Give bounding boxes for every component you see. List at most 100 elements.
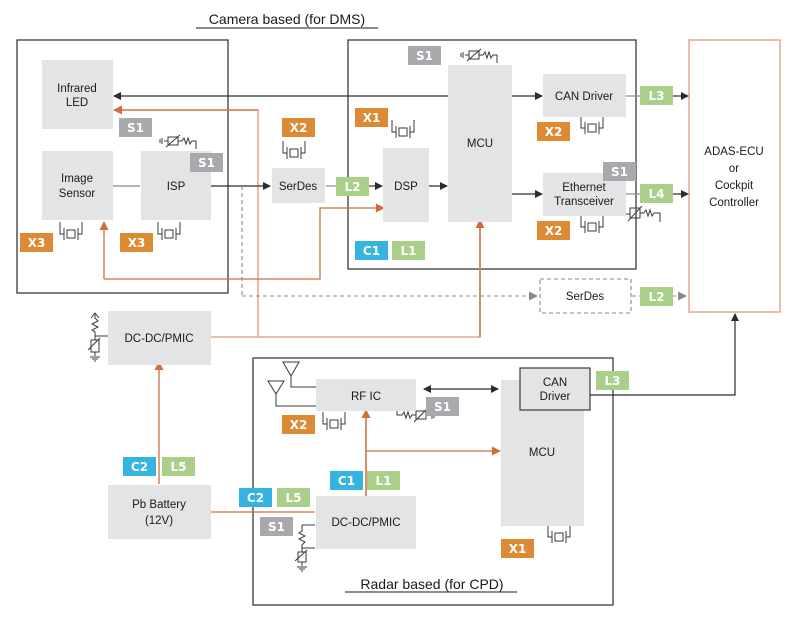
crystal-icon [157, 221, 181, 241]
image-sensor-block: Image Sensor [42, 151, 113, 220]
camera-processing-frame [347, 39, 637, 270]
svg-text:C2: C2 [131, 460, 148, 474]
svg-text:ISP: ISP [167, 181, 186, 193]
crystal-icon [59, 221, 83, 241]
svg-text:L2: L2 [649, 290, 665, 304]
svg-text:X2: X2 [290, 121, 308, 135]
svg-text:SerDes: SerDes [279, 181, 318, 193]
badge-x2: X2 [537, 221, 570, 240]
crystal-icon [580, 214, 604, 234]
svg-text:DC-DC/PMIC: DC-DC/PMIC [125, 333, 194, 345]
badge-x3: X3 [120, 233, 153, 252]
svg-text:X3: X3 [128, 236, 146, 250]
svg-text:Radar based (for CPD): Radar based (for CPD) [360, 576, 503, 592]
svg-text:L4: L4 [649, 187, 665, 201]
badge-l5: L5 [162, 457, 195, 476]
svg-text:L5: L5 [171, 460, 187, 474]
svg-text:S1: S1 [268, 520, 285, 534]
thermistor-icon [460, 48, 498, 64]
radar-section-title: Radar based (for CPD) [345, 576, 517, 593]
can-driver-radar-block: CAN Driver [519, 367, 591, 411]
svg-text:Image: Image [61, 173, 93, 185]
camera-module-frame [16, 39, 229, 294]
svg-text:L5: L5 [286, 491, 302, 505]
dc-dc-pmic-main-block: DC-DC/PMIC [108, 311, 211, 365]
svg-text:Infrared: Infrared [57, 83, 97, 95]
svg-text:S1: S1 [416, 49, 433, 63]
badge-x1: X1 [355, 108, 388, 127]
svg-text:SerDes: SerDes [566, 291, 605, 303]
svg-text:S1: S1 [611, 165, 628, 179]
badge-l2: L2 [640, 287, 673, 306]
camera-section-title: Camera based (for DMS) [196, 11, 378, 29]
crystal-icon [282, 140, 306, 160]
svg-text:X3: X3 [28, 236, 46, 250]
svg-text:C1: C1 [338, 474, 355, 488]
thermistor-icon [87, 205, 661, 572]
thermistor-icon [159, 134, 197, 150]
battery-block: Pb Battery (12V) [108, 485, 211, 539]
svg-text:CAN: CAN [543, 377, 567, 389]
svg-text:Camera based (for DMS): Camera based (for DMS) [209, 11, 365, 27]
svg-text:X2: X2 [545, 224, 563, 238]
svg-text:X2: X2 [290, 418, 308, 432]
svg-text:CAN Driver: CAN Driver [555, 91, 613, 103]
badge-x3: X3 [20, 233, 53, 252]
svg-text:MCU: MCU [529, 447, 555, 459]
badge-c1: C1 [355, 241, 388, 260]
svg-text:Controller: Controller [709, 197, 759, 209]
svg-text:Sensor: Sensor [59, 188, 96, 200]
antenna-icon [267, 361, 316, 407]
badge-x1: X1 [501, 539, 534, 558]
badge-l3: L3 [596, 371, 629, 390]
svg-text:Driver: Driver [540, 391, 571, 403]
svg-text:L3: L3 [649, 89, 665, 103]
serdes-optional-block: SerDes [539, 278, 632, 314]
signal-wires [113, 92, 739, 396]
badge-s1: S1 [190, 153, 223, 172]
badge-l1: L1 [392, 241, 425, 260]
svg-text:L3: L3 [605, 374, 621, 388]
mcu-camera-block: MCU [448, 65, 512, 222]
can-driver-camera-block: CAN Driver [543, 74, 626, 117]
svg-text:Transceiver: Transceiver [554, 196, 614, 208]
badge-c2: C2 [123, 457, 156, 476]
svg-text:LED: LED [66, 97, 88, 109]
crystal-icon [322, 411, 346, 431]
svg-text:S1: S1 [198, 156, 215, 170]
dc-dc-pmic-radar-block: DC-DC/PMIC [316, 496, 416, 549]
badge-l3: L3 [640, 86, 673, 105]
ecu-block [688, 39, 781, 313]
svg-text:L1: L1 [401, 244, 417, 258]
svg-text:Ethernet: Ethernet [562, 182, 606, 194]
badge-x2: X2 [282, 118, 315, 137]
svg-text:X1: X1 [509, 542, 527, 556]
crystal-icon [391, 119, 415, 139]
svg-text:S1: S1 [434, 400, 451, 414]
radar-module-frame [252, 357, 614, 606]
badge-s1: S1 [408, 46, 441, 65]
badge-x2: X2 [537, 122, 570, 141]
svg-text:Pb Battery: Pb Battery [132, 499, 186, 511]
svg-text:DC-DC/PMIC: DC-DC/PMIC [332, 517, 401, 529]
svg-text:L1: L1 [376, 474, 392, 488]
badge-s1: S1 [119, 118, 152, 137]
svg-text:C2: C2 [247, 491, 264, 505]
badge-s1: S1 [260, 517, 293, 536]
svg-text:S1: S1 [127, 121, 144, 135]
svg-text:X1: X1 [363, 111, 381, 125]
power-arrows [99, 105, 501, 513]
svg-text:X2: X2 [545, 125, 563, 139]
serdes-camera-block: SerDes [272, 168, 325, 203]
badge-c2: C2 [239, 488, 272, 507]
svg-text:C1: C1 [363, 244, 380, 258]
badge-l4: L4 [640, 184, 673, 203]
crystal-icon [547, 524, 571, 544]
svg-text:MCU: MCU [467, 138, 493, 150]
badge-l2: L2 [336, 177, 369, 196]
badge-c1: C1 [330, 471, 363, 490]
rf-ic-block: RF IC [316, 379, 416, 411]
badge-s1: S1 [603, 162, 636, 181]
